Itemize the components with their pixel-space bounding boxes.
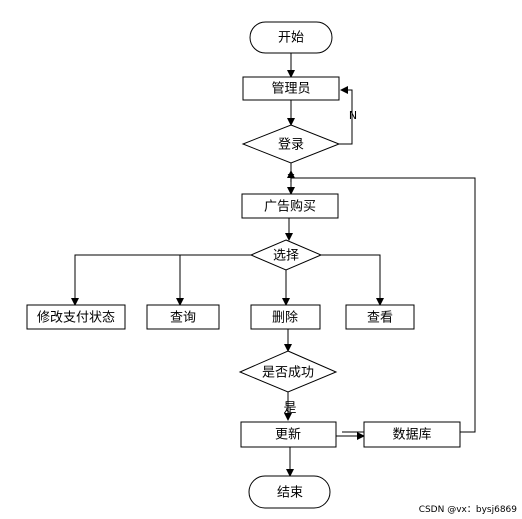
query-label: 查询: [170, 311, 196, 326]
node-end: 结束: [248, 475, 331, 509]
query-process-shape: [146, 304, 220, 330]
node-buy-ad: 广告购买: [241, 193, 339, 219]
success-label: 是否成功: [262, 366, 314, 381]
modify-pay-label: 修改支付状态: [37, 311, 115, 326]
node-modify-pay: 修改支付状态: [26, 304, 126, 330]
select-decision-shape: [249, 239, 323, 271]
admin-process-shape: [242, 76, 340, 101]
buy-ad-process-shape: [241, 193, 339, 219]
delete-label: 删除: [272, 311, 298, 326]
node-login: 登录: [241, 124, 341, 164]
buy-ad-label: 广告购买: [264, 199, 316, 215]
edge-label-success-yes: 是: [283, 401, 296, 416]
edge-select-to-modify: [71, 254, 251, 306]
start-terminal-shape: [249, 21, 333, 54]
edge-label-login-no: N: [349, 109, 357, 122]
update-label: 更新: [275, 427, 301, 443]
node-update: 更新: [240, 421, 337, 448]
end-label: 结束: [277, 486, 303, 501]
node-delete: 删除: [250, 304, 321, 330]
login-label: 登录: [278, 138, 304, 153]
success-decision-shape: [238, 350, 338, 393]
login-decision-shape: [241, 124, 341, 164]
database-label: 数据库: [392, 427, 431, 443]
database-process-shape: [363, 421, 461, 448]
node-view: 查看: [345, 304, 415, 330]
node-database: 数据库: [363, 421, 461, 448]
admin-label: 管理员: [271, 82, 310, 97]
edge-login-no-to-admin: [339, 86, 353, 145]
modify-pay-process-shape: [26, 304, 126, 330]
node-success: 是否成功: [238, 350, 338, 393]
node-start: 开始: [249, 21, 333, 54]
node-select: 选择: [249, 239, 323, 271]
view-label: 查看: [367, 310, 393, 326]
select-label: 选择: [273, 249, 299, 264]
end-terminal-shape: [248, 475, 331, 509]
node-query: 查询: [146, 304, 220, 330]
delete-process-shape: [250, 304, 321, 330]
node-admin: 管理员: [242, 76, 340, 101]
watermark: CSDN @vx：bysj6869: [419, 505, 518, 515]
update-process-shape: [240, 421, 337, 448]
edge-select-to-view: [321, 254, 384, 306]
view-process-shape: [345, 304, 415, 330]
edge-label-login-yes: Y: [287, 172, 295, 185]
start-label: 开始: [278, 31, 304, 46]
